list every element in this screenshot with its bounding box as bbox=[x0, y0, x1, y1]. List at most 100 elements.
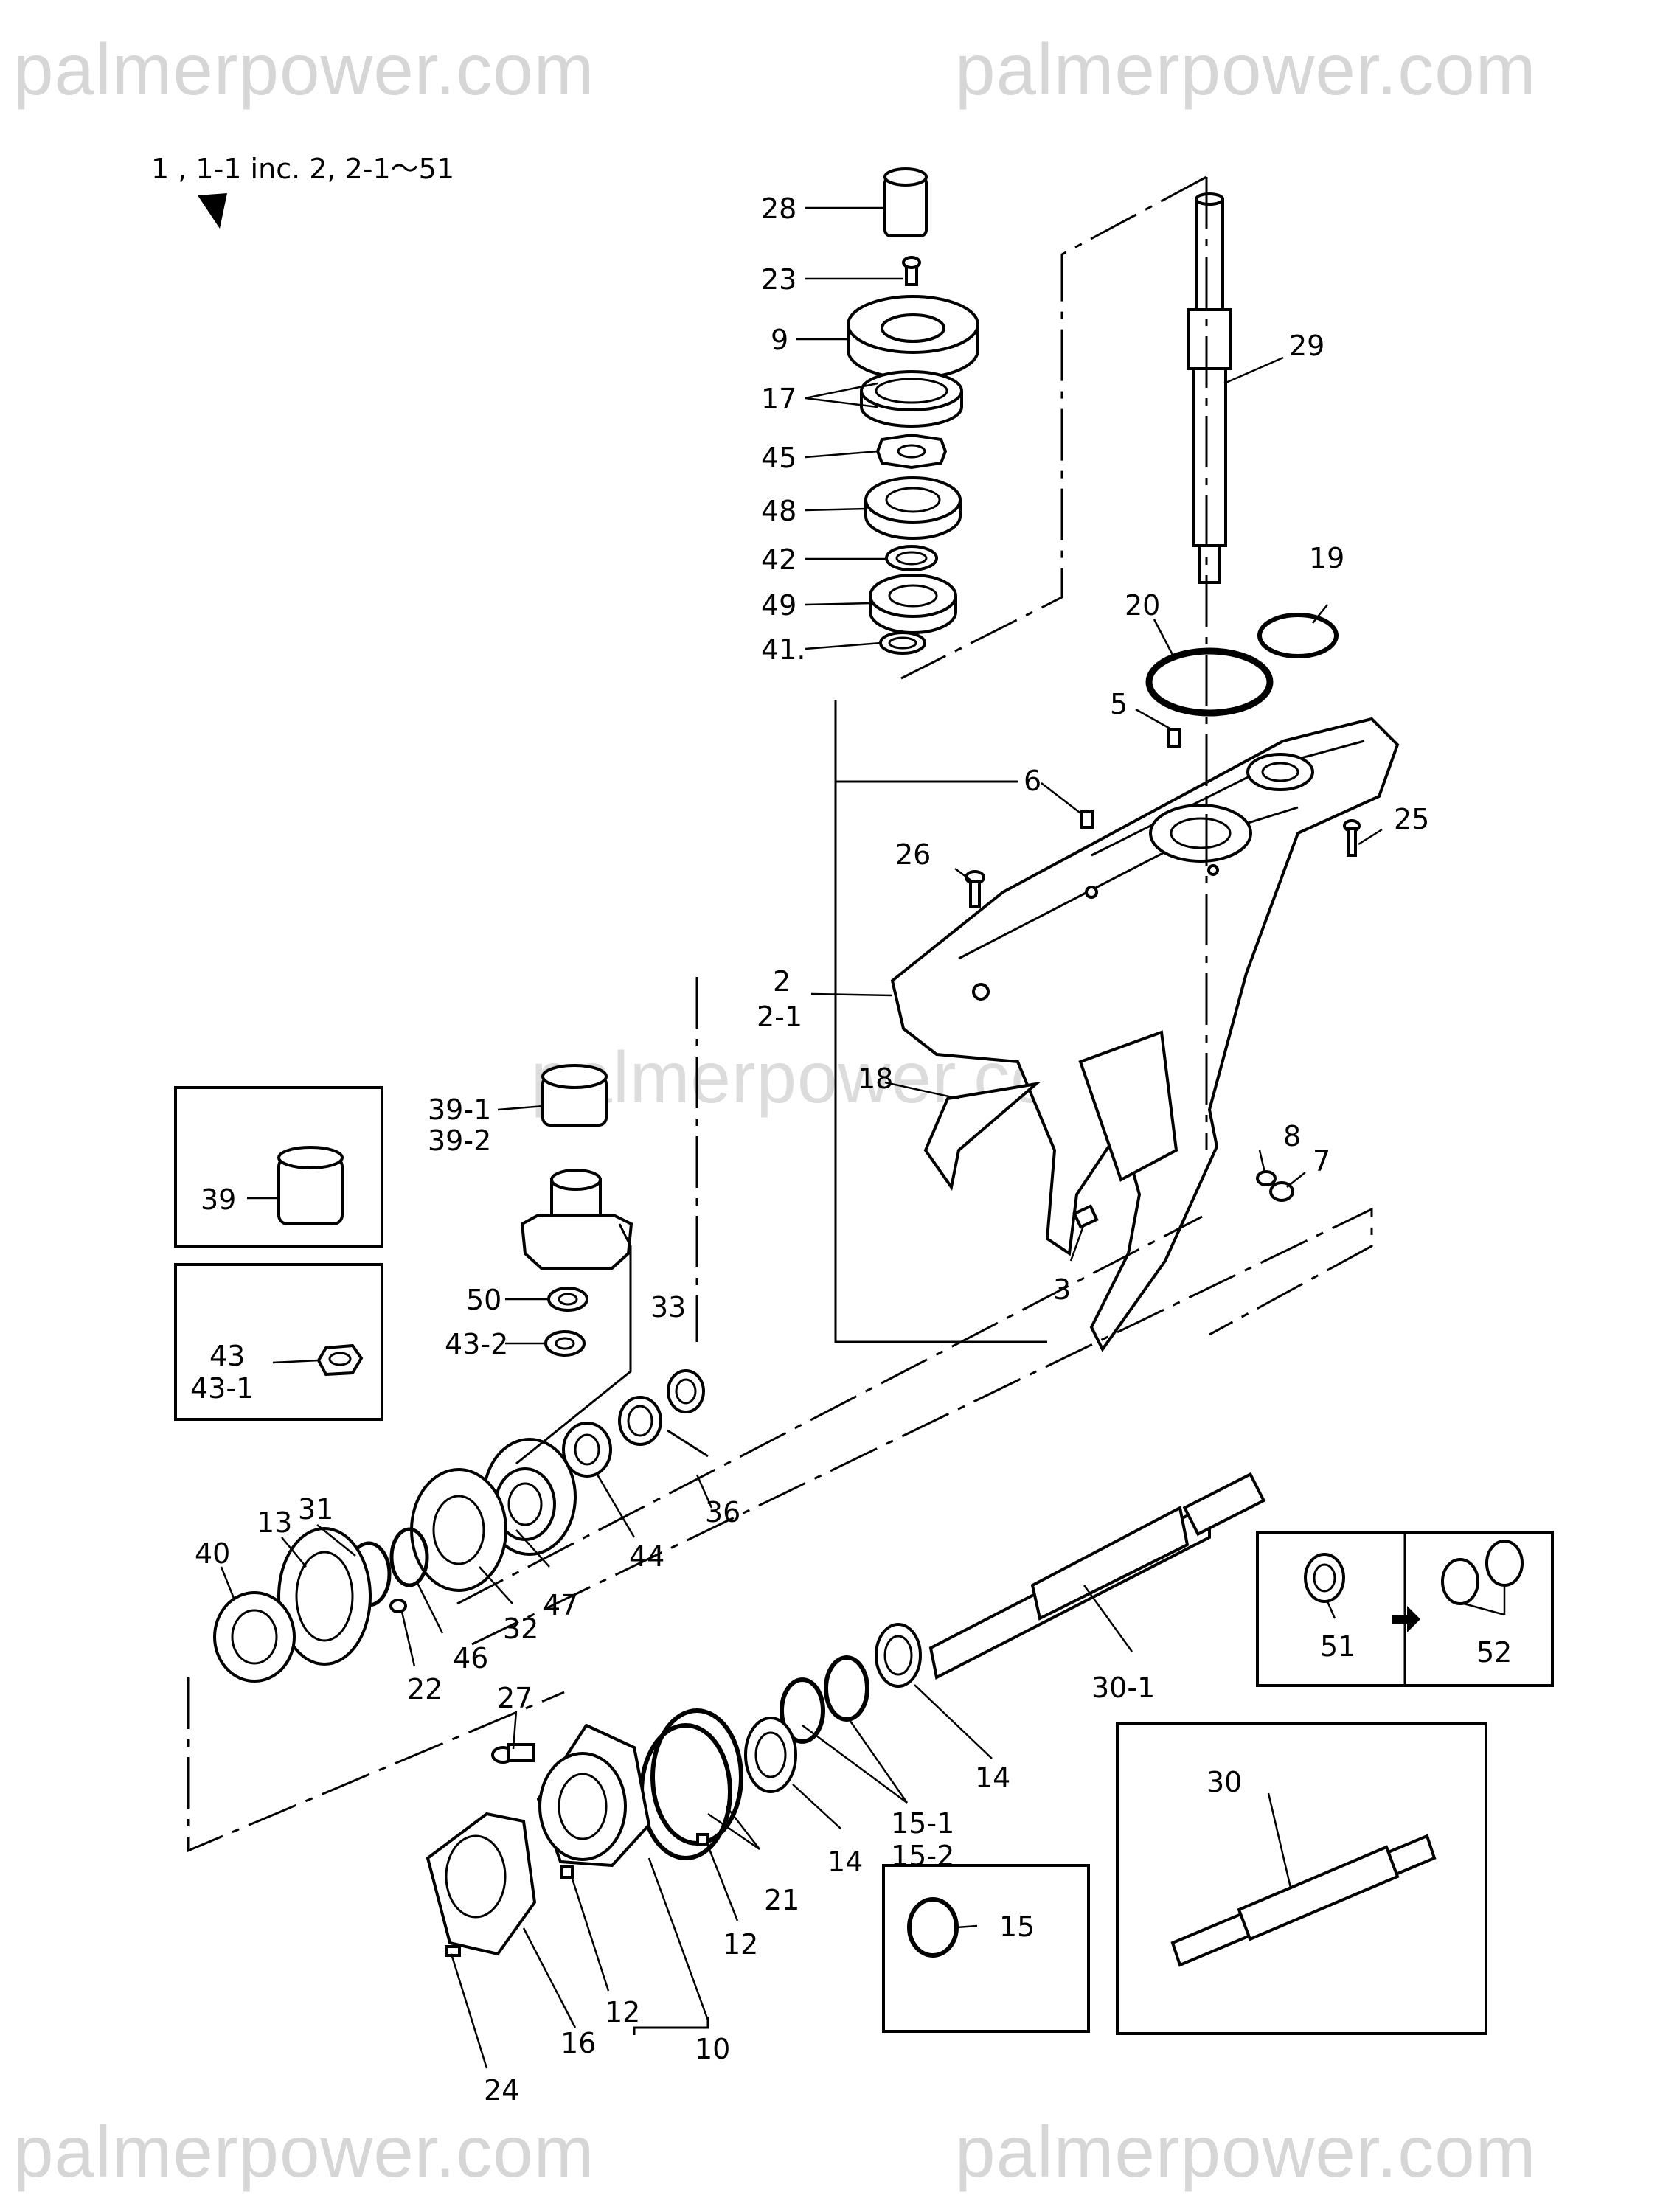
label-46: 46 bbox=[453, 1642, 488, 1674]
bearing-48 bbox=[864, 476, 962, 540]
label-31: 31 bbox=[298, 1493, 333, 1526]
screw-6 bbox=[1080, 810, 1094, 829]
screw-12b bbox=[560, 1865, 574, 1879]
watermark-top-right: palmerpower.com bbox=[955, 29, 1537, 110]
bearings-52 bbox=[1441, 1540, 1524, 1605]
retainer-32 bbox=[410, 1468, 507, 1592]
bearing-40 bbox=[213, 1591, 296, 1683]
circlips-15-1 bbox=[780, 1655, 869, 1744]
label-15-2: 15-2 bbox=[891, 1840, 954, 1872]
label-40: 40 bbox=[195, 1537, 230, 1570]
bolt-26 bbox=[965, 870, 985, 908]
label-12b: 12 bbox=[605, 1996, 640, 2028]
label-30: 30 bbox=[1206, 1766, 1242, 1798]
o-rings-21 bbox=[639, 1708, 743, 1860]
centerline-lower-left bbox=[187, 1677, 565, 1853]
label-2: 2 bbox=[773, 965, 791, 998]
label-43-1: 43-1 bbox=[190, 1372, 254, 1405]
inset-box-39 bbox=[174, 1086, 383, 1248]
bearing-44 bbox=[562, 1422, 612, 1478]
shim-14b bbox=[744, 1717, 797, 1793]
label-15-1: 15-1 bbox=[891, 1807, 954, 1840]
oil-seals-17 bbox=[860, 370, 963, 428]
label-39-2: 39-2 bbox=[428, 1124, 491, 1157]
shim-50 bbox=[547, 1287, 588, 1312]
housing-9 bbox=[847, 295, 979, 380]
shim-43-2 bbox=[544, 1330, 586, 1357]
circlip-46 bbox=[389, 1527, 429, 1587]
centerline-prop-shaft-2 bbox=[471, 1207, 1373, 1646]
pinion-gear-33 bbox=[520, 1169, 633, 1270]
label-28: 28 bbox=[761, 192, 796, 225]
label-32: 32 bbox=[503, 1613, 538, 1645]
label-2-1: 2-1 bbox=[757, 1001, 802, 1033]
leader-lines bbox=[220, 206, 1506, 2069]
watermark-top-left: palmerpower.com bbox=[13, 29, 595, 110]
sleeve-28 bbox=[883, 167, 928, 237]
label-26: 26 bbox=[895, 838, 931, 871]
label-43: 43 bbox=[209, 1340, 245, 1372]
arrow-right-icon bbox=[1392, 1606, 1420, 1632]
bracket-33 bbox=[515, 1223, 632, 1465]
label-30-1: 30-1 bbox=[1091, 1672, 1155, 1704]
label-14a: 14 bbox=[975, 1761, 1010, 1794]
nut-45 bbox=[875, 433, 948, 470]
shim-42 bbox=[885, 545, 938, 571]
label-13: 13 bbox=[257, 1506, 292, 1539]
label-45: 45 bbox=[761, 442, 796, 474]
label-3: 3 bbox=[1053, 1273, 1071, 1306]
label-49: 49 bbox=[761, 589, 796, 622]
bracket-case-left bbox=[834, 700, 1047, 1343]
label-20: 20 bbox=[1125, 589, 1160, 622]
screw-23 bbox=[902, 256, 921, 286]
label-23: 23 bbox=[761, 263, 796, 296]
shim-14a bbox=[875, 1623, 922, 1688]
nut-43 bbox=[316, 1343, 364, 1377]
label-51: 51 bbox=[1320, 1630, 1355, 1663]
watermark-bottom-right: palmerpower.com bbox=[955, 2111, 1537, 2192]
label-25: 25 bbox=[1394, 803, 1429, 835]
label-27: 27 bbox=[497, 1682, 532, 1714]
o-ring-19 bbox=[1257, 613, 1339, 658]
label-14b: 14 bbox=[827, 1846, 863, 1878]
inset-box-30 bbox=[1116, 1722, 1487, 2035]
circlip-15 bbox=[907, 1897, 959, 1958]
label-48: 48 bbox=[761, 495, 796, 527]
label-24: 24 bbox=[484, 2074, 519, 2107]
screw-22 bbox=[389, 1599, 407, 1613]
direction-arrow-icon bbox=[198, 193, 227, 229]
label-52: 52 bbox=[1476, 1636, 1512, 1669]
o-ring-20 bbox=[1145, 647, 1274, 717]
label-39-1: 39-1 bbox=[428, 1093, 491, 1126]
label-22: 22 bbox=[407, 1673, 442, 1705]
watermark-bottom-left: palmerpower.com bbox=[13, 2111, 595, 2192]
label-19: 19 bbox=[1309, 542, 1344, 574]
propeller-shaft-30 bbox=[1170, 1834, 1437, 1967]
needle-bearing-36a bbox=[618, 1396, 662, 1446]
label-39: 39 bbox=[201, 1183, 236, 1216]
label-8: 8 bbox=[1283, 1120, 1301, 1152]
shim-41 bbox=[879, 631, 926, 655]
label-47: 47 bbox=[543, 1589, 578, 1621]
bracket-10 bbox=[633, 2017, 709, 2035]
label-15: 15 bbox=[999, 1910, 1035, 1943]
label-44: 44 bbox=[629, 1540, 664, 1573]
label-43-2: 43-2 bbox=[445, 1328, 508, 1360]
label-18: 18 bbox=[858, 1062, 893, 1095]
label-6: 6 bbox=[1024, 765, 1041, 797]
label-5: 5 bbox=[1110, 688, 1128, 720]
label-33: 33 bbox=[650, 1291, 686, 1324]
bolt-27 bbox=[491, 1743, 535, 1764]
bearing-housing-10 bbox=[536, 1723, 651, 1868]
anode-16 bbox=[426, 1812, 537, 1956]
bracket-36 bbox=[667, 1429, 709, 1458]
label-12a: 12 bbox=[723, 1928, 758, 1961]
washer-8 bbox=[1256, 1170, 1277, 1186]
propeller-shaft-30-1 bbox=[928, 1472, 1266, 1680]
label-21: 21 bbox=[764, 1884, 799, 1916]
needle-bearing-39-1 bbox=[541, 1064, 608, 1127]
bearing-49 bbox=[869, 574, 957, 634]
label-36: 36 bbox=[705, 1496, 740, 1528]
centerline-upper-stack bbox=[900, 175, 1207, 680]
